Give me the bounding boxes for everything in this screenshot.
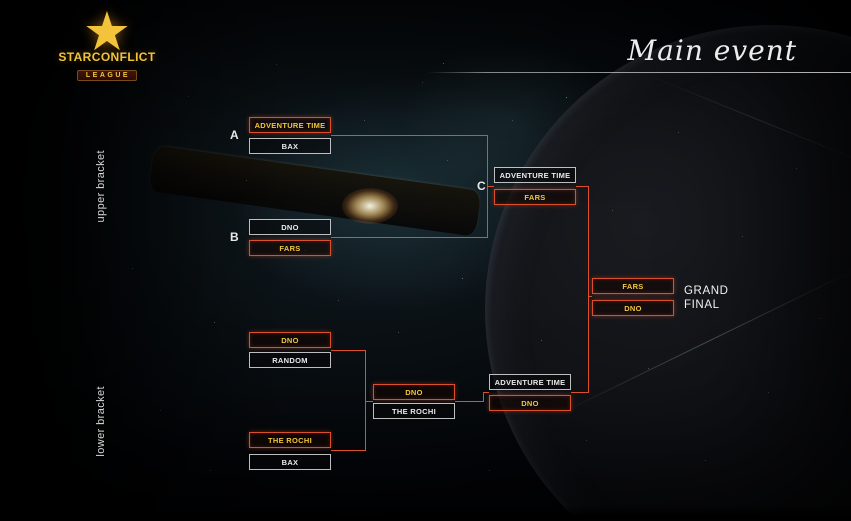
logo-title: STARCONFLICT — [58, 50, 156, 64]
page-title: Main event — [627, 34, 797, 67]
match-label-a: A — [230, 128, 239, 142]
bracket-connector — [365, 350, 366, 451]
team-box-upper-a-top: ADVENTURE TIME — [249, 117, 331, 133]
team-box-grand-final-bottom: DNO — [592, 300, 674, 316]
team-box-lower-semi1-top: DNO — [249, 332, 331, 348]
bracket-connector — [455, 401, 483, 402]
bracket-connector — [331, 350, 365, 351]
bracket-connector — [483, 392, 484, 402]
bracket-connector — [331, 450, 365, 451]
grand-final-label: GRAND FINAL — [684, 284, 729, 312]
header-divider — [428, 72, 851, 73]
bracket-connector — [483, 392, 489, 393]
bracket-connector — [365, 401, 373, 402]
team-box-upper-a-bottom: BAX — [249, 138, 331, 154]
bottom-bar — [0, 505, 851, 521]
league-logo: ★ STARCONFLICT LEAGUE — [50, 4, 164, 82]
bracket-connector — [487, 186, 494, 187]
team-box-lower-semi2-bottom: BAX — [249, 454, 331, 470]
team-box-lower-final-bottom: DNO — [489, 395, 571, 411]
match-label-b: B — [230, 230, 239, 244]
logo-subtitle: LEAGUE — [76, 70, 138, 81]
team-box-lower-mid-top: DNO — [373, 384, 455, 400]
team-box-upper-final-bottom: FARS — [494, 189, 576, 205]
upper-bracket-label: upper bracket — [95, 150, 107, 223]
bracket-connector — [331, 237, 487, 238]
bracket-connector — [588, 296, 592, 297]
team-box-upper-b-top: DNO — [249, 219, 331, 235]
team-box-upper-b-bottom: FARS — [249, 240, 331, 256]
match-label-c: C — [477, 179, 486, 193]
bracket-connector — [588, 186, 589, 393]
star-icon: ★ — [82, 2, 132, 62]
lower-bracket-label: lower bracket — [95, 386, 107, 457]
team-box-lower-mid-bottom: THE ROCHI — [373, 403, 455, 419]
grand-final-label-line2: FINAL — [684, 299, 720, 311]
bracket-connector — [571, 392, 588, 393]
team-box-upper-final-top: ADVENTURE TIME — [494, 167, 576, 183]
team-box-lower-final-top: ADVENTURE TIME — [489, 374, 571, 390]
team-box-grand-final-top: FARS — [592, 278, 674, 294]
team-box-lower-semi2-top: THE ROCHI — [249, 432, 331, 448]
grand-final-label-line1: GRAND — [684, 285, 729, 297]
team-box-lower-semi1-bottom: RANDOM — [249, 352, 331, 368]
bracket-connector — [576, 186, 588, 187]
bracket-connector — [331, 135, 487, 136]
